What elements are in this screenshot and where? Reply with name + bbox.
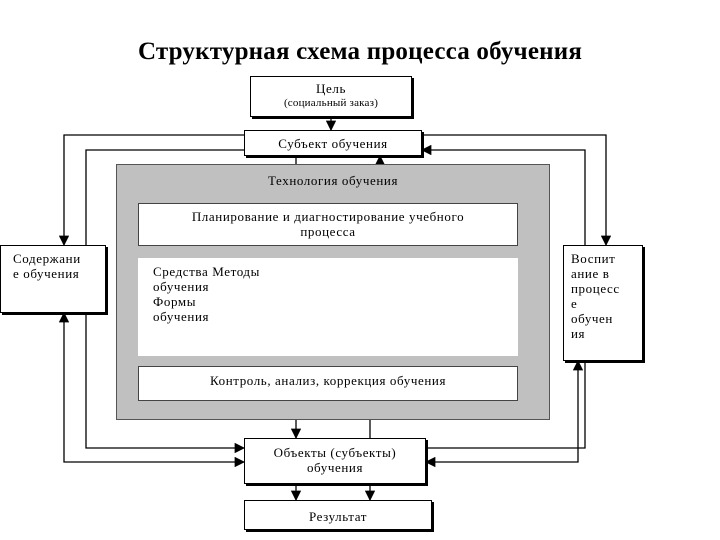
means-line-4: обучения (153, 309, 210, 324)
planning-line-1: Планирование и диагностирование учебного (191, 209, 465, 224)
upbringing-line-5: обучен (571, 311, 613, 326)
upbringing-line-1: Воспит (571, 251, 616, 266)
subject-to-content-connector (58, 134, 244, 247)
subject-to-upbringing-connector (422, 134, 612, 247)
control-box: Контроль, анализ, коррекция обучения (138, 366, 518, 401)
technology-label: Технология обучения (267, 173, 399, 188)
upbringing-line-4: е (571, 296, 578, 311)
planning-line-2: процесса (300, 224, 356, 239)
diagram-title: Структурная схема процесса обучения (137, 38, 583, 65)
goal-label: Цель (316, 81, 346, 96)
goal-sublabel: (социальный заказ) (283, 97, 379, 109)
upbringing-line-6: ия (571, 326, 586, 341)
upbringing-line-3: процесс (571, 281, 620, 296)
upbringing-box: Воспит ание в процесс е обучен ия (563, 245, 643, 361)
planning-box: Планирование и диагностирование учебного… (138, 203, 518, 246)
outer-right-loop (424, 359, 584, 468)
means-line-1: Средства Методы (153, 264, 260, 279)
objects-line-2: обучения (306, 460, 364, 475)
result-box: Результат (244, 500, 432, 530)
means-methods-forms-box: Средства Методы обучения Формы обучения (138, 258, 518, 356)
means-line-2: обучения (153, 279, 210, 294)
outer-left-loop (58, 311, 246, 468)
objects-line-1: Объекты (субъекты) (273, 445, 397, 460)
upbringing-line-2: ание в (571, 266, 610, 281)
goal-box: Цель (социальный заказ) (250, 76, 412, 117)
content-line-1: Содержани (13, 251, 81, 266)
objects-box: Объекты (субъекты) обучения (244, 438, 426, 484)
means-line-3: Формы (153, 294, 197, 309)
content-box: Содержани е обучения (0, 245, 106, 313)
content-line-2: е обучения (13, 266, 80, 281)
subject-box: Субъект обучения (244, 130, 422, 156)
